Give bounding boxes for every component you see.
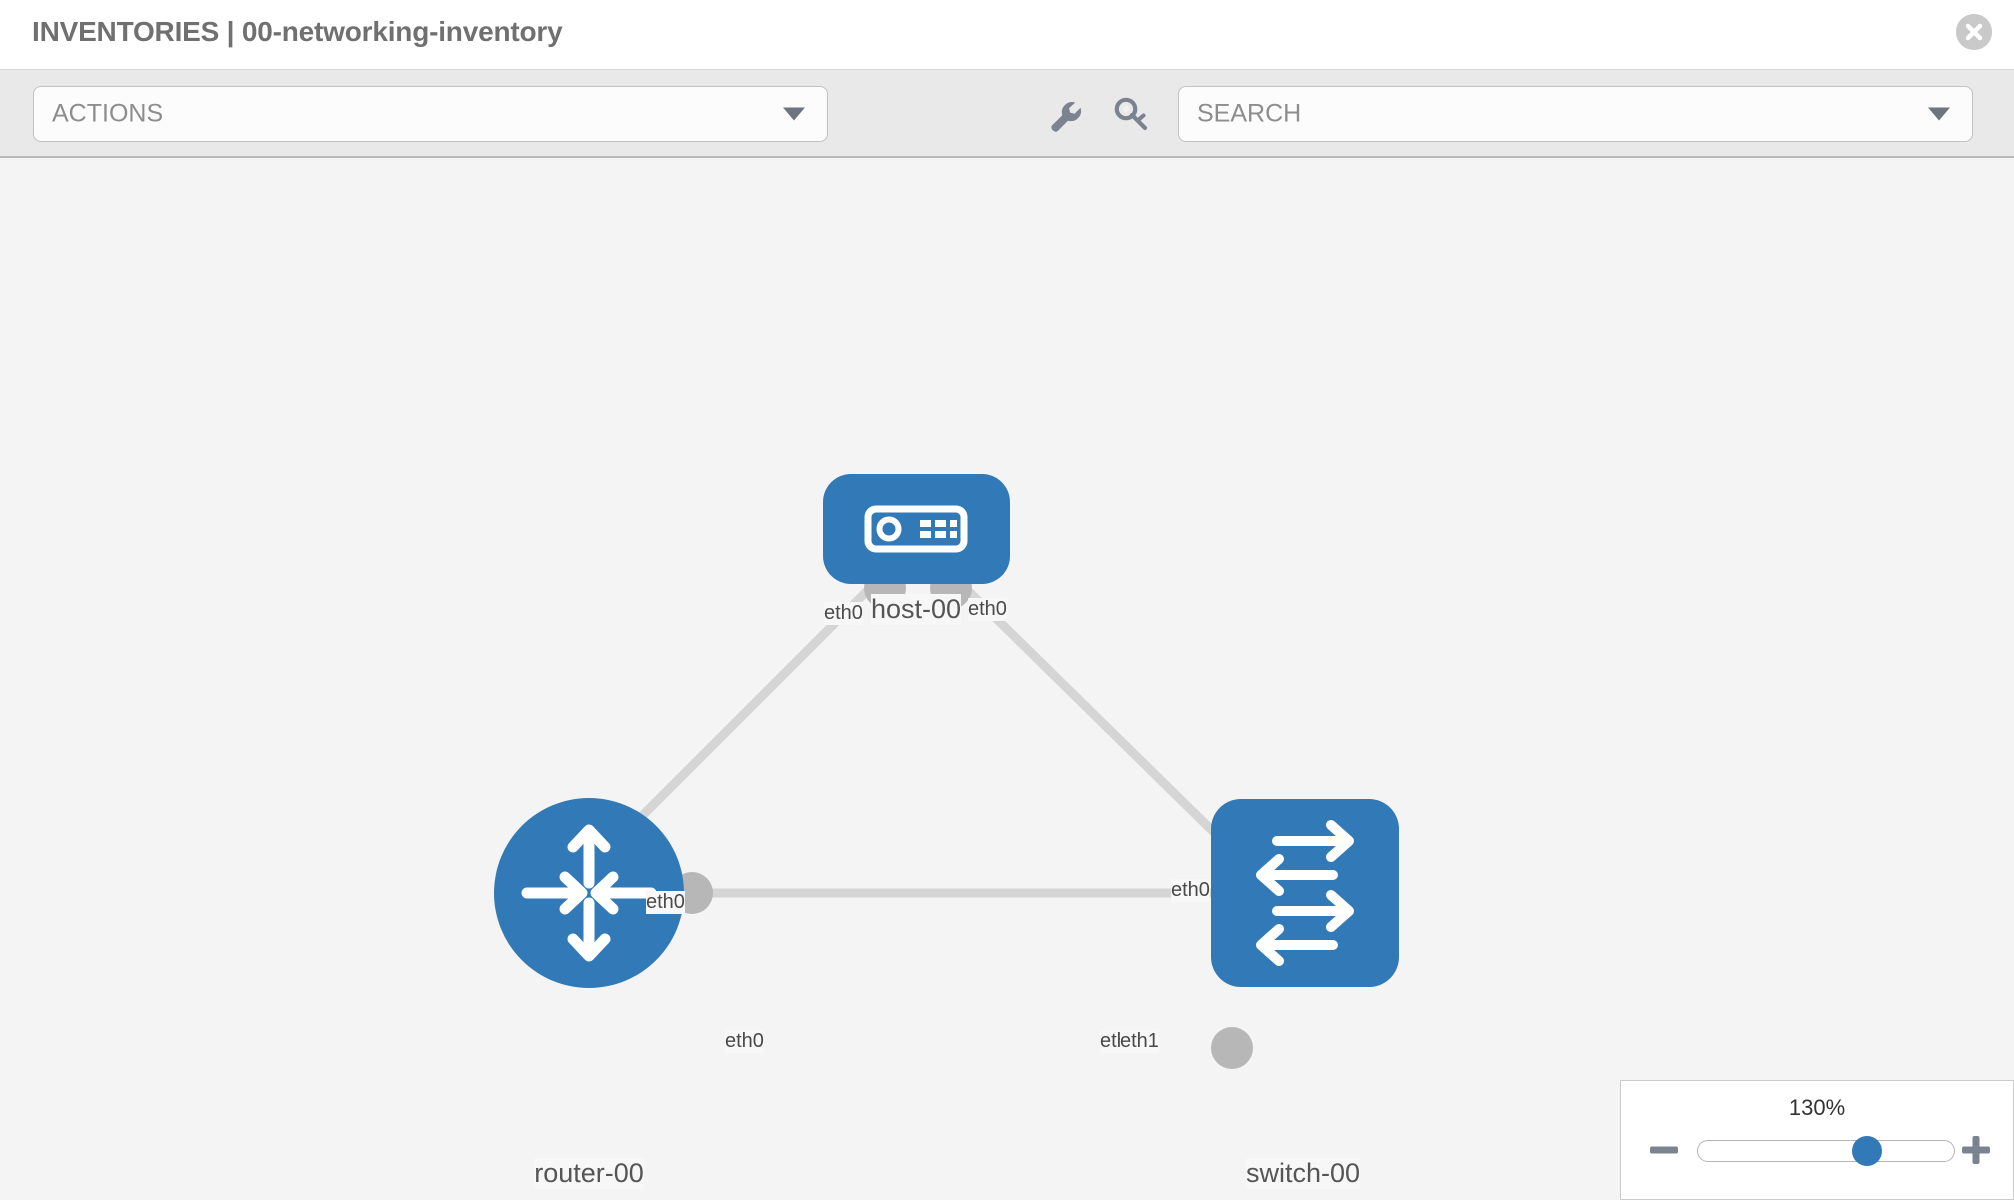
page-header: INVENTORIES | 00-networking-inventory: [0, 0, 2014, 70]
node-host-00: [823, 474, 1010, 584]
zoom-control-panel: 130%: [1620, 1080, 2014, 1200]
zoom-slider-thumb[interactable]: [1851, 1136, 1882, 1166]
topology-canvas[interactable]: eth0 eth0 eth0 eth0 eth0 eth0 eth1 host-…: [0, 158, 2014, 1200]
iface-label: eth0: [646, 891, 685, 914]
plus-icon[interactable]: [1959, 1133, 1993, 1167]
chevron-down-icon: [783, 107, 805, 121]
actions-dropdown-label: ACTIONS: [52, 99, 164, 128]
toolbar: ACTIONS SEARCH: [0, 70, 2014, 158]
close-icon[interactable]: [1956, 14, 1992, 50]
iface-label: eth0: [1171, 879, 1210, 902]
minus-icon[interactable]: [1647, 1133, 1681, 1167]
chevron-down-icon: [1928, 107, 1950, 121]
topology-links: [606, 574, 1239, 898]
search-placeholder: SEARCH: [1197, 99, 1302, 128]
iface-label: eth0: [968, 598, 1007, 621]
iface-label: eth0: [824, 602, 863, 625]
zoom-level-value: 130%: [1788, 1095, 1846, 1120]
key-icon[interactable]: [1112, 96, 1152, 136]
page-title: INVENTORIES | 00-networking-inventory: [32, 16, 563, 47]
connector-dot: [1211, 1027, 1253, 1069]
zoom-slider[interactable]: [1697, 1136, 1955, 1166]
topology-connectors: [671, 567, 1254, 1069]
node-router-00: [494, 798, 684, 988]
iface-label: eth1: [1120, 1030, 1159, 1053]
node-switch-00: [1211, 799, 1399, 987]
node-label-router-00: router-00: [534, 1158, 644, 1189]
zoom-slider-row: [1621, 1127, 2013, 1177]
search-input[interactable]: SEARCH: [1178, 86, 1973, 142]
wrench-icon[interactable]: [1045, 96, 1085, 136]
node-label-switch-00: switch-00: [1245, 1158, 1361, 1189]
node-label-host-00: host-00: [870, 594, 962, 625]
link-host-switch: [951, 574, 1239, 857]
actions-dropdown[interactable]: ACTIONS: [33, 86, 828, 142]
iface-label: eth0: [725, 1030, 764, 1053]
